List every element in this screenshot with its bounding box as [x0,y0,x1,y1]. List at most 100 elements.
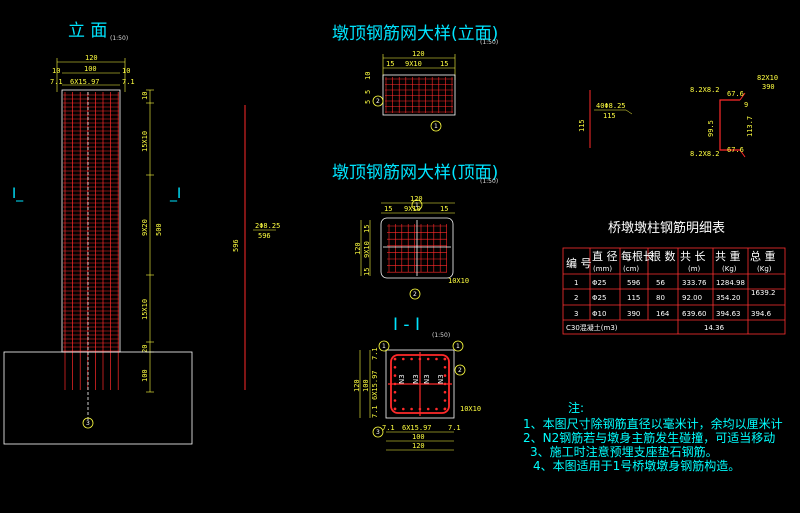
th-unit-mm: (mm) [593,265,612,273]
section-bar-dot [410,407,413,411]
table-cell-r3-c1: 3 [574,310,578,318]
elevation-dim-500: 500 [155,223,163,236]
short-bar-callout-length: 115 [603,112,616,120]
foundation-outline [3,351,193,445]
section-bubble-2-label: 2 [458,367,462,374]
table-title: 桥墩墩柱钢筋明细表 [608,220,725,236]
elevation-view: 立 面 (1:50) 120 100 10 10 7.1 6X15.97 7.1 [3,21,193,445]
elevation-rebar-grid [63,92,119,390]
long-bar-callout-count: 2Φ8.25 [255,222,280,230]
table-cell-r1-c6: 1284.98 [716,279,745,287]
elevation-dim-width-100: 100 [84,65,97,73]
stirrup-gap: 9 [744,101,748,109]
mesh-elev-bubble-2-label: 2 [376,98,380,105]
mesh-elevation-view: 墩顶钢筋网大样(立面) (1:50) 120 15 9X10 15 10 5 5… [332,24,498,132]
section-side-dim-120: 120 [353,379,361,392]
section-bar-dot [443,390,447,394]
long-bar-length-label: 596 [232,239,240,252]
section-side-dim-100: 100 [362,379,370,392]
elevation-title: 立 面 [68,21,107,41]
mesh-elev-dim-10: 10 [364,72,372,80]
table-cell-r2-c3: 115 [627,294,640,302]
mesh-top-bubble-1 [411,199,423,211]
mesh-top-dim-15-left: 15 [384,205,392,213]
th-number: 编 号 [566,256,592,270]
section-bottom-dim-7-1-left: 7.1 [382,424,395,432]
section-marker-right: _I [169,186,181,202]
section-bar-dot [393,374,397,377]
stirrup-hook-top: 8.2X8.2 [690,86,720,94]
stirrup-height-inner: 99.5 [707,120,715,137]
section-bubble-1a-label: 1 [382,343,386,350]
section-bar-dot [393,366,397,369]
section-bar-dot [402,407,405,411]
section-bar-dot [435,407,438,411]
stirrup-hook-count: 82X10 [757,74,778,82]
table-cell-r3-c3: 390 [627,310,640,318]
section-bar-dot [393,407,397,411]
mesh-elevation-title: 墩顶钢筋网大样(立面) [332,24,498,44]
section-cell-n3-2: N3 [412,374,420,384]
mesh-elev-dim-15-left: 15 [386,60,394,68]
stirrup-total-length: 390 [762,83,775,91]
section-bottom-dim-100: 100 [412,433,425,441]
section-main-bars [393,357,447,411]
section-bar-dot [410,357,413,361]
section-side-dim-spacing: 6X15.97 [371,370,379,400]
section-outline [385,349,455,419]
th-unit-kg: (Kg) [722,265,737,273]
section-bubble-1b [452,340,464,352]
mesh-top-dim-side-15-bottom: 15 [363,268,371,276]
elevation-dim-15x10-upper: 15X10 [141,131,149,152]
note-line-2: 2、N2钢筋若与墩身主筋发生碰撞，可适当移动 [523,430,775,445]
elevation-bar-bubble [82,417,94,429]
mesh-elev-dim-120: 120 [412,50,425,58]
section-callout-10x10: 10X10 [460,405,481,413]
table-cell-r1-c3: 596 [627,279,641,287]
stirrup-bottom-leg: 67.6 [727,146,744,154]
section-bar-dot [418,357,422,361]
mesh-elevation-scale: (1:50) [480,39,498,46]
elevation-dim-cover-right: 10 [122,67,130,75]
mesh-top-outline [380,217,454,279]
elevation-dim-edge-right: 7.1 [122,78,135,86]
section-view: I - I (1:50) N3 N3 N3 N3 7.1 6X15.97 7.1… [353,315,481,451]
short-bar-callout-count: 40Φ8.25 [596,102,626,110]
elevation-dim-width-120: 120 [85,54,98,62]
section-marker-left: I_ [12,186,24,202]
mesh-top-dim-15-right: 15 [440,205,448,213]
mesh-elev-bubble-1 [430,120,442,132]
th-total-length: 共 长 [680,250,706,263]
section-bar-dot [443,382,447,386]
section-bar-dot [393,399,397,402]
section-bar-dot [443,366,447,369]
section-bar-dot [435,357,438,361]
long-bar-callout-length: 596 [258,232,271,240]
elevation-dim-20: 20 [141,345,149,353]
section-title: I - I [393,315,420,335]
th-count: 根 数 [650,249,676,263]
pier-column-outline [61,89,121,353]
mesh-elev-dim-15-right: 15 [440,60,448,68]
elevation-dim-edge-left: 7.1 [50,78,63,86]
section-bar-dot [443,374,447,377]
stirrup-shape: 82X10 390 8.2X8.2 67.6 9 99.5 113.7 8.2X… [690,74,778,158]
table-cell-r1-c4: 56 [656,279,665,287]
section-bubble-1b-label: 1 [456,343,460,350]
notes-block: 注: 1、本图尺寸除钢筋直径以毫米计，余均以厘米计 2、N2钢筋若与墩身主筋发生… [523,400,783,473]
th-diameter: 直 径 [592,249,618,263]
mesh-top-title: 墩顶钢筋网大样(顶面) [332,163,498,183]
section-side-dim-7-1-top: 7.1 [371,347,379,360]
note-line-4: 4、本图适用于1号桥墩墩身钢筋构造。 [533,458,740,473]
mesh-top-dim-9x10: 9X10 [404,205,421,213]
elevation-dim-9x20: 9X20 [141,219,149,236]
table-cell-r1-c1: 1 [574,279,578,287]
section-side-dim-7-1-bottom: 7.1 [371,405,379,418]
table-cell-r3-c5: 639.60 [682,310,707,318]
mesh-top-callout-10x10: 10X10 [448,277,469,285]
stirrup-height-outer: 113.7 [746,116,754,137]
section-bubble-3 [372,426,384,438]
section-bar-dot [393,390,397,394]
short-bar-length-label: 115 [578,119,586,132]
